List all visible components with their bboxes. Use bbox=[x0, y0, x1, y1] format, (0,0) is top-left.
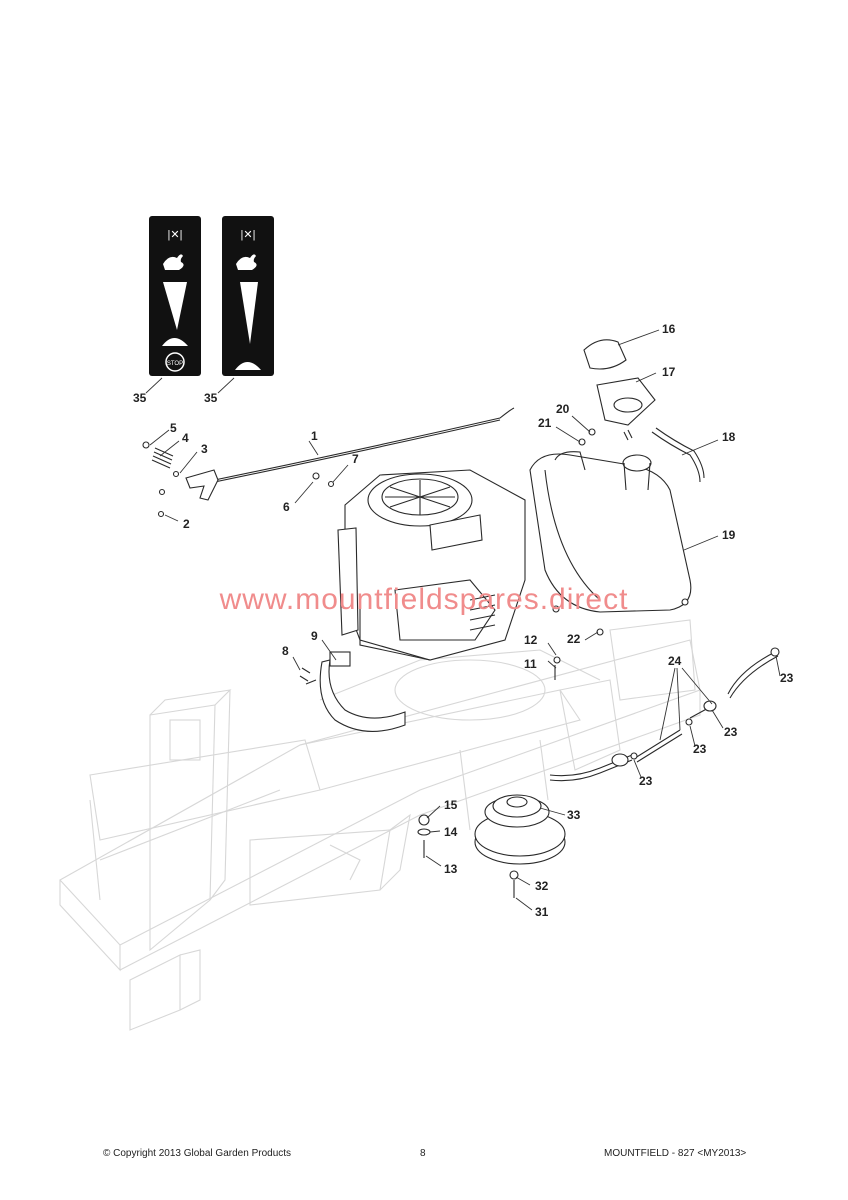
callout-4: 4 bbox=[182, 431, 189, 445]
callout-17: 17 bbox=[662, 365, 676, 379]
callout-32: 32 bbox=[535, 879, 549, 893]
callout-13: 13 bbox=[444, 862, 458, 876]
callout-7: 7 bbox=[352, 452, 359, 466]
callout-6: 6 bbox=[283, 500, 290, 514]
callout-2: 2 bbox=[183, 517, 190, 531]
callout-35: 35 bbox=[133, 391, 147, 405]
callout-labels: 35 35 1 2 3 4 5 6 7 8 9 11 12 13 14 15 1… bbox=[133, 322, 794, 919]
rabbit-icon bbox=[163, 254, 184, 270]
throttle-decal-right: |✕| bbox=[222, 216, 274, 376]
callout-22: 22 bbox=[567, 632, 581, 646]
callout-31: 31 bbox=[535, 905, 549, 919]
callout-14: 14 bbox=[444, 825, 458, 839]
throttle-decal-left: |✕| STOP bbox=[149, 216, 201, 376]
callout-23: 23 bbox=[639, 774, 653, 788]
callout-11: 11 bbox=[524, 657, 537, 671]
callout-8: 8 bbox=[282, 644, 289, 658]
callout-24: 24 bbox=[668, 654, 682, 668]
stop-label: STOP bbox=[167, 361, 183, 367]
callout-23: 23 bbox=[693, 742, 707, 756]
callout-21: 21 bbox=[538, 416, 552, 430]
turtle-icon bbox=[162, 338, 188, 346]
engine bbox=[337, 469, 526, 661]
callout-23: 23 bbox=[780, 671, 794, 685]
svg-text:|✕|: |✕| bbox=[168, 229, 183, 241]
callout-12: 12 bbox=[524, 633, 538, 647]
footer-copyright: © Copyright 2013 Global Garden Products bbox=[103, 1148, 292, 1159]
pulley bbox=[417, 794, 566, 898]
turtle-icon bbox=[235, 362, 261, 370]
chassis-frame-ghost bbox=[59, 619, 701, 1031]
leader-lines bbox=[145, 329, 781, 911]
callout-33: 33 bbox=[567, 808, 581, 822]
throttle-cable bbox=[142, 407, 515, 518]
svg-text:|✕|: |✕| bbox=[241, 229, 256, 241]
callout-9: 9 bbox=[311, 629, 318, 643]
callout-3: 3 bbox=[201, 442, 208, 456]
callout-16: 16 bbox=[662, 322, 676, 336]
callout-1: 1 bbox=[311, 429, 318, 443]
callout-35: 35 bbox=[204, 391, 218, 405]
callout-15: 15 bbox=[444, 798, 458, 812]
fuel-tank bbox=[529, 339, 705, 636]
watermark: www.mountfieldspares.direct bbox=[219, 583, 629, 616]
footer-model: MOUNTFIELD - 827 <MY2013> bbox=[604, 1148, 747, 1159]
fuel-line bbox=[549, 647, 780, 782]
callout-19: 19 bbox=[722, 528, 736, 542]
callout-18: 18 bbox=[722, 430, 736, 444]
exhaust-pipe bbox=[299, 651, 406, 732]
callout-23: 23 bbox=[724, 725, 738, 739]
callout-5: 5 bbox=[170, 421, 177, 435]
footer-page-number: 8 bbox=[420, 1148, 426, 1159]
callout-20: 20 bbox=[556, 402, 570, 416]
rabbit-icon bbox=[236, 254, 257, 270]
